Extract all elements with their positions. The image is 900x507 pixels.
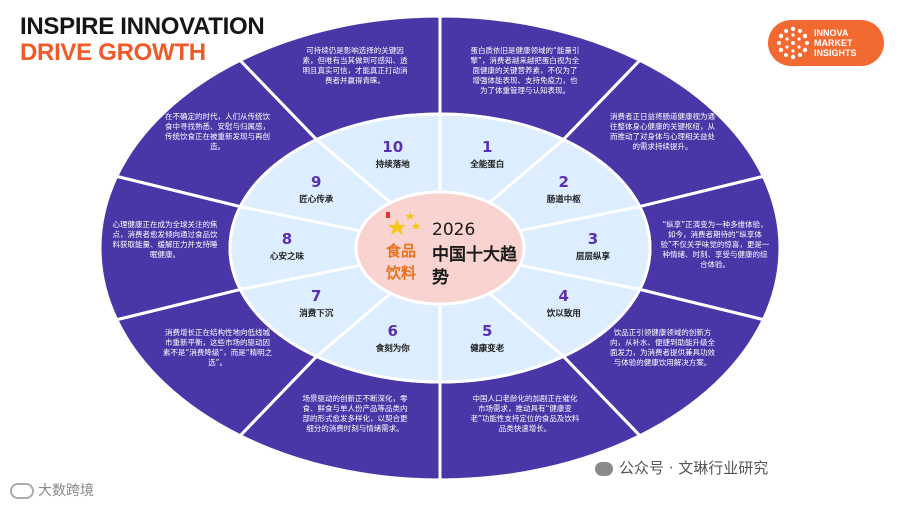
watermark-right: 公众号 · 文琳行业研究 <box>595 457 768 478</box>
trend-label: 健康变老 <box>470 344 505 355</box>
trend-label: 消费下沉 <box>299 309 334 319</box>
trend-number: 10 <box>382 137 404 156</box>
trend-description: 可持续仍是影响选择的关键因素，但唯有当其做到可感知、透明且真实可信，才能真正打动… <box>302 45 408 85</box>
circle-dots-icon <box>777 26 809 60</box>
trend-label: 饮以致用 <box>546 309 581 319</box>
center-category: 食品饮料 <box>385 242 416 282</box>
trend-number: 3 <box>587 230 599 248</box>
trend-number: 6 <box>387 322 398 341</box>
brand-logo: INNOVA MARKET INSIGHTS <box>768 20 884 66</box>
trend-description: 场景驱动的创新正不断深化，零食、鲜食与单人份产品等品类内部的形式愈发多样化，以契… <box>302 394 408 434</box>
header-line1: INSPIRE INNOVATION <box>20 13 265 40</box>
center-year: 2026 <box>432 220 476 240</box>
trend-label: 全能蛋白 <box>470 159 505 170</box>
header-line2: DRIVE GROWTH <box>20 39 206 66</box>
trend-description: 中国人口老龄化的加剧正在催化市场需求，推动具有“健康变老”功能性支持定位的食品及… <box>470 394 580 434</box>
trend-label: 持续落地 <box>375 159 410 170</box>
trend-description: 饮品正引领健康领域的创新方向，从补水、便捷到助能升级全面发力，为消费者提供兼具功… <box>609 327 715 367</box>
trend-number: 4 <box>558 287 569 305</box>
trend-number: 7 <box>311 287 322 305</box>
watermark-left: 大数跨境 <box>10 480 94 500</box>
trend-number: 2 <box>558 172 569 191</box>
trend-label: 匠心传承 <box>299 194 334 205</box>
wechat-icon <box>595 461 613 476</box>
trend-number: 8 <box>281 230 293 248</box>
logo-text: INNOVA MARKET INSIGHTS <box>814 28 857 58</box>
trend-number: 5 <box>482 322 493 341</box>
stars-icon <box>388 212 421 235</box>
center-ellipse <box>354 190 526 306</box>
trend-number: 1 <box>482 137 493 156</box>
header: INSPIRE INNOVATION DRIVE GROWTH <box>20 13 265 66</box>
trend-label: 心安之味 <box>269 252 304 262</box>
trend-label: 层层纵享 <box>575 252 610 262</box>
trend-description: 在不确定的时代，人们从传统饮食中寻找熟悉、安慰与归属感，传统饮食正在被重新发现与… <box>165 112 271 152</box>
trend-number: 9 <box>311 172 322 191</box>
brand-mark-icon <box>10 483 34 499</box>
flag-accent <box>386 212 390 218</box>
trend-description: 消费增长正在结构性地向低线城市重新平衡，这些市场的驱动因素不是“消费降级”，而是… <box>162 327 273 367</box>
trend-description: 蛋白质依旧是健康领域的“能量引擎”，消费者越来越把蛋白视为全面健康的关键营养素，… <box>470 45 580 95</box>
trend-label: 肠道中枢 <box>546 194 581 205</box>
trend-description: “纵享”正演变为一种多维体验，如今，消费者期待的“纵享体验”不仅关乎味觉的惊喜，… <box>660 220 770 269</box>
trend-label: 食刻为你 <box>375 344 410 355</box>
trend-description: 心理健康正在成为全球关注的焦点，消费者愈发倾向通过食品饮料获取能量、缓解压力并支… <box>112 220 218 259</box>
trend-description: 消费者正日益将肠道健康视为通往整体身心健康的关键枢纽，从而推动了对身体与心理相关… <box>609 112 715 152</box>
center-title: 中国十大趋势 <box>432 245 517 288</box>
